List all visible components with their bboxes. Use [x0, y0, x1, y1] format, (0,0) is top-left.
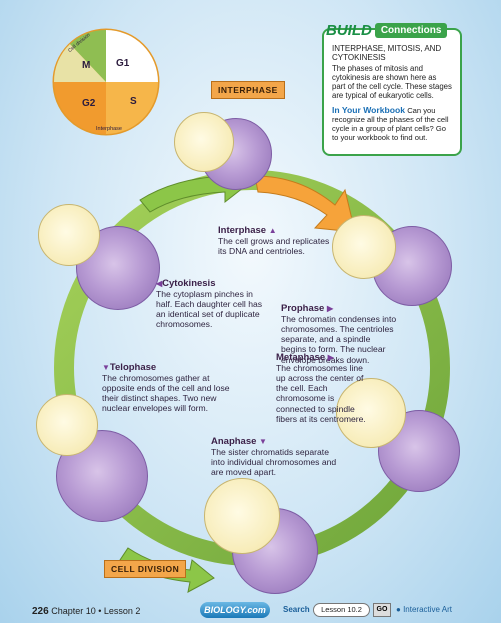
- pie-label-interphase: Interphase: [96, 126, 122, 132]
- pie-label-g1: G1: [116, 58, 129, 69]
- metaphase-label: Metaphase ▶ The chromosomes line up acro…: [276, 352, 374, 424]
- bullet-icon: ●: [396, 605, 401, 614]
- cytokinesis-desc: The cytoplasm pinches in half. Each daug…: [156, 289, 266, 330]
- interphase-tag: INTERPHASE: [211, 81, 285, 99]
- search-input[interactable]: Lesson 10.2: [313, 603, 370, 617]
- build-body: The phases of mitosis and cytokinesis ar…: [332, 65, 452, 101]
- interactive-art-text: Interactive Art: [403, 605, 452, 614]
- cytokinesis-title: Cytokinesis: [162, 278, 215, 289]
- search-label: Search: [283, 605, 310, 614]
- metaphase-desc: The chromosomes line up across the cente…: [276, 363, 374, 424]
- telophase-desc: The chromosomes gather at opposite ends …: [102, 373, 232, 414]
- cell-division-tag: CELL DIVISION: [104, 560, 186, 578]
- anaphase-title: Anaphase: [211, 436, 256, 447]
- telophase-label: ▼Telophase The chromosomes gather at opp…: [102, 362, 232, 414]
- anaphase-label: Anaphase ▼ The sister chromatids separat…: [211, 436, 339, 477]
- pie-label-m: M: [82, 60, 90, 71]
- interphase-desc: The cell grows and replicates its DNA an…: [218, 236, 336, 256]
- build-connections-box: BUILD Connections INTERPHASE, MITOSIS, A…: [322, 28, 462, 156]
- metaphase-title: Metaphase: [276, 352, 325, 363]
- page-reference: 226 Chapter 10 • Lesson 2: [32, 606, 140, 617]
- prophase-drawing: [332, 215, 396, 279]
- biology-com-logo[interactable]: BIOLOGY.com: [200, 602, 270, 618]
- page-number: 226: [32, 606, 49, 617]
- connections-title: Connections: [375, 23, 448, 38]
- interphase-drawing: [174, 112, 234, 172]
- build-title: BUILD: [326, 22, 372, 39]
- prophase-title: Prophase: [281, 303, 324, 314]
- cytokinesis-label: ◀Cytokinesis The cytoplasm pinches in ha…: [156, 278, 266, 330]
- telophase-title: Telophase: [110, 362, 156, 373]
- pie-label-s: S: [130, 96, 137, 107]
- build-subtitle: INTERPHASE, MITOSIS, AND CYTOKINESIS: [332, 44, 452, 62]
- build-header: BUILD Connections: [322, 20, 464, 40]
- workbook-label: In Your Workbook: [332, 105, 405, 115]
- anaphase-desc: The sister chromatids separate into indi…: [211, 447, 339, 477]
- cytokinesis-drawing: [38, 204, 100, 266]
- anaphase-drawing: [204, 478, 280, 554]
- pie-label-g2: G2: [82, 98, 95, 109]
- interphase-label: Interphase ▲ The cell grows and replicat…: [218, 225, 336, 256]
- interphase-title: Interphase: [218, 225, 266, 236]
- page-footer: 226 Chapter 10 • Lesson 2 BIOLOGY.com Se…: [0, 600, 501, 623]
- chapter-lesson: Chapter 10 • Lesson 2: [51, 606, 140, 616]
- interactive-art-link[interactable]: ● Interactive Art: [396, 605, 452, 614]
- workbook-note: In Your Workbook Can you recognize all t…: [332, 105, 452, 143]
- telophase-drawing: [36, 394, 98, 456]
- go-button[interactable]: GO: [373, 603, 391, 617]
